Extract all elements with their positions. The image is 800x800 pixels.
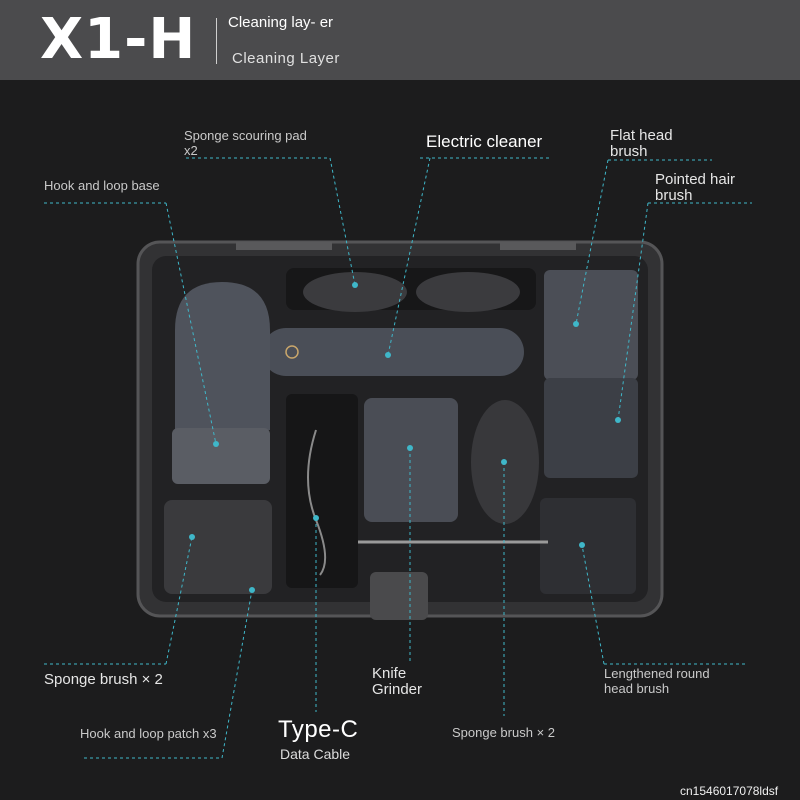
leader-hook-base-v (165, 202, 217, 445)
case-bottom-latch (370, 572, 428, 620)
dot-sponge-bottom (501, 459, 507, 465)
leader-flat-head-v (575, 159, 609, 325)
power-button-icon (285, 345, 299, 359)
label-sponge-scouring-pad: Sponge scouring pad x2 (184, 128, 307, 158)
label-sponge-brush-left: Sponge brush × 2 (44, 671, 163, 688)
leader-sponge-left-v (165, 536, 193, 665)
cable-compartment (286, 394, 358, 588)
flat-head-brush (544, 270, 638, 380)
dot-flat-head (573, 321, 579, 327)
dot-pointed-hair (615, 417, 621, 423)
label-type-c: Type-C (278, 716, 359, 743)
sponge-scouring-pad-1 (303, 272, 407, 312)
dot-electric (385, 352, 391, 358)
label-electric-cleaner: Electric cleaner (426, 132, 543, 151)
dot-round-brush (579, 542, 585, 548)
label-sponge-brush-bottom: Sponge brush × 2 (452, 725, 555, 740)
label-data-cable: Data Cable (280, 746, 351, 762)
dot-hook-base (213, 441, 219, 447)
watermark-text: cn1546017078ldsf (680, 784, 779, 798)
case-latch-left (236, 242, 332, 250)
sponge-scouring-pad-2 (416, 272, 520, 312)
leader-pointed-hair-v (617, 202, 649, 421)
dot-knife (407, 445, 413, 451)
dot-sponge-left (189, 534, 195, 540)
label-hook-loop-patch: Hook and loop patch x3 (80, 726, 217, 741)
cleaner-head (172, 428, 270, 484)
cleaner-body (262, 328, 524, 376)
lengthened-round-brush (540, 498, 636, 594)
dot-sponge-pad (352, 282, 358, 288)
knife-grinder (364, 398, 458, 522)
header-bar (0, 0, 800, 80)
leader-round-brush-v (581, 544, 605, 665)
subtitle-line1: Cleaning lay- er (228, 14, 334, 31)
dot-type-c (313, 515, 319, 521)
header-divider (216, 18, 217, 64)
subtitle-line2: Cleaning Layer (232, 50, 340, 67)
case-latch-right (500, 242, 576, 250)
leader-hook-patch-v (221, 589, 253, 759)
label-lengthened-round-brush: Lengthened round head brush (604, 666, 710, 696)
label-pointed-hair-brush: Pointed hair brush (655, 171, 736, 204)
model-title: X1-H (40, 7, 197, 72)
label-knife-grinder: Knife Grinder (372, 665, 423, 698)
dot-hook-patch (249, 587, 255, 593)
label-hook-loop-base: Hook and loop base (44, 178, 160, 193)
pointed-hair-brush (544, 378, 638, 478)
cleaner-handle (175, 282, 270, 430)
label-flat-head-brush: Flat head brush (610, 127, 673, 160)
sponge-brush-left (164, 500, 272, 594)
